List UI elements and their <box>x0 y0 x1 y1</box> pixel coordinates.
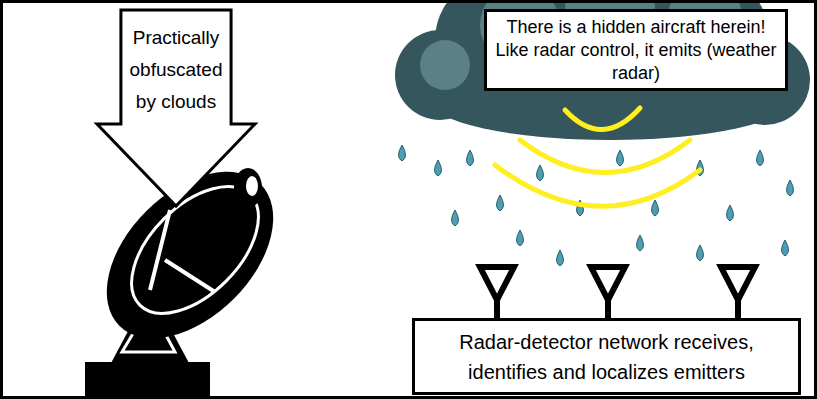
block-arrow-callout: Practically obfuscated by clouds <box>95 8 257 208</box>
node-text: There is a hidden aircraft herein! Like … <box>491 16 781 85</box>
radar-waves <box>495 108 700 206</box>
rain-drops <box>399 145 794 266</box>
note-box: There is a hidden aircraft herein! Like … <box>484 9 788 91</box>
antenna-symbols <box>480 267 755 318</box>
node-text: Practically obfuscated by clouds <box>120 22 232 118</box>
storm-cloud <box>395 0 810 140</box>
node-text: Radar-detector network receives, identif… <box>422 327 792 387</box>
process-box: Radar-detector network receives, identif… <box>412 318 801 395</box>
